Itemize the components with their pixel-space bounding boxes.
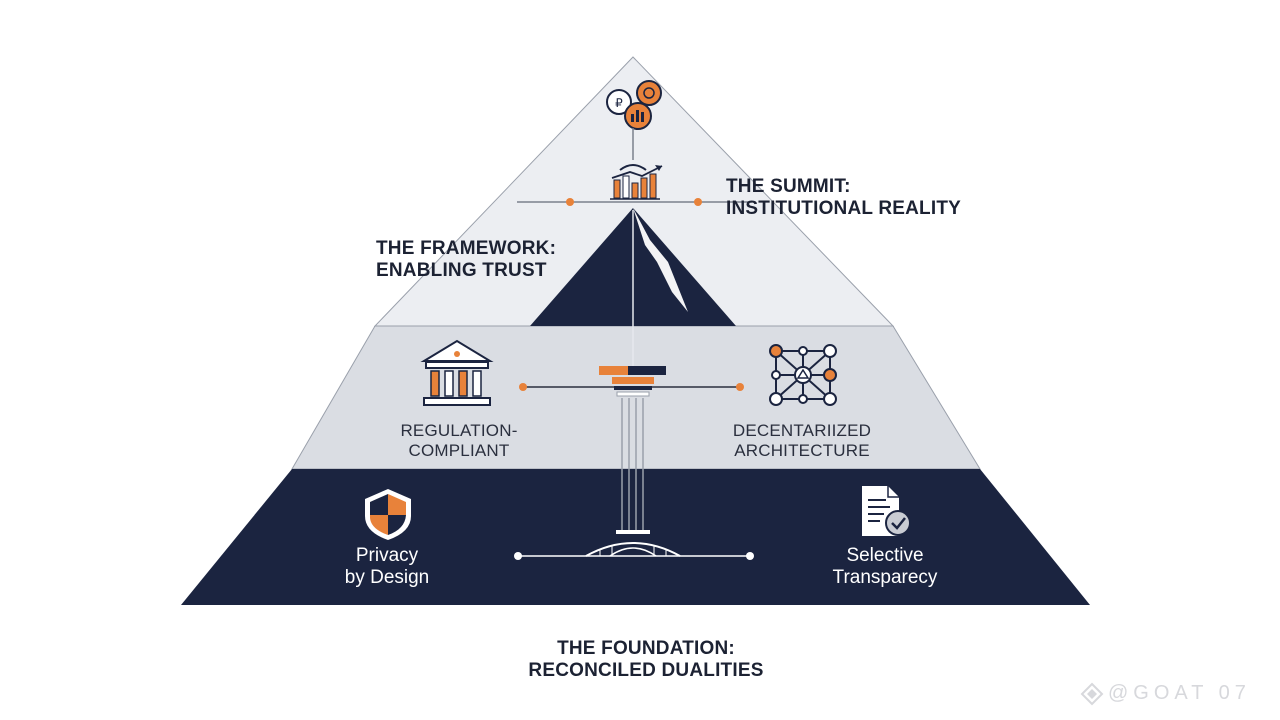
finance-coins-icon: ₽	[606, 80, 662, 130]
regulation-compliant-label: REGULATION- COMPLIANT	[392, 421, 526, 460]
regulation-label-line2: COMPLIANT	[408, 440, 510, 460]
framework-heading-line1: THE FRAMEWORK:	[376, 238, 557, 259]
bank-building-icon	[420, 339, 494, 406]
watermark-logo-icon	[1080, 682, 1104, 706]
watermark-text: @GOAT 07	[1108, 682, 1251, 704]
network-nodes-icon	[769, 344, 837, 406]
growth-chart-icon	[610, 128, 663, 200]
foundation-heading-line1: THE FOUNDATION:	[557, 638, 735, 659]
foundation-heading-line2: RECONCILED DUALITIES	[528, 659, 764, 681]
privacy-label-line2: by Design	[344, 566, 430, 588]
bridge-icon	[514, 542, 754, 560]
shield-icon	[365, 489, 411, 540]
privacy-label-line1: Privacy	[355, 545, 419, 566]
transparency-label-line1: Selective	[846, 545, 924, 566]
privacy-by-design-label: Privacy by Design	[320, 545, 454, 589]
summit-heading-line1: THE SUMMIT:	[726, 176, 851, 197]
decentralized-architecture-label: DECENTARIIZED ARCHITECTURE	[728, 421, 876, 460]
decentralized-label-line1: DECENTARIIZED	[732, 421, 872, 440]
summit-heading: THE SUMMIT: INSTITUTIONAL REALITY	[726, 176, 961, 220]
transparency-label-line2: Transparecy	[832, 566, 938, 588]
framework-heading-line2: ENABLING TRUST	[376, 259, 547, 281]
framework-heading: THE FRAMEWORK: ENABLING TRUST	[376, 238, 556, 282]
foundation-heading: THE FOUNDATION: RECONCILED DUALITIES	[506, 638, 786, 682]
svg-text:₽: ₽	[615, 96, 623, 110]
regulation-label-line1: REGULATION-	[400, 421, 518, 440]
selective-transparency-label: Selective Transparecy	[812, 545, 958, 589]
pillar-icon	[599, 366, 666, 534]
summit-heading-line2: INSTITUTIONAL REALITY	[726, 197, 962, 219]
decentralized-label-line2: ARCHITECTURE	[734, 440, 870, 460]
summit-connector	[517, 198, 752, 206]
document-check-icon	[862, 486, 911, 536]
